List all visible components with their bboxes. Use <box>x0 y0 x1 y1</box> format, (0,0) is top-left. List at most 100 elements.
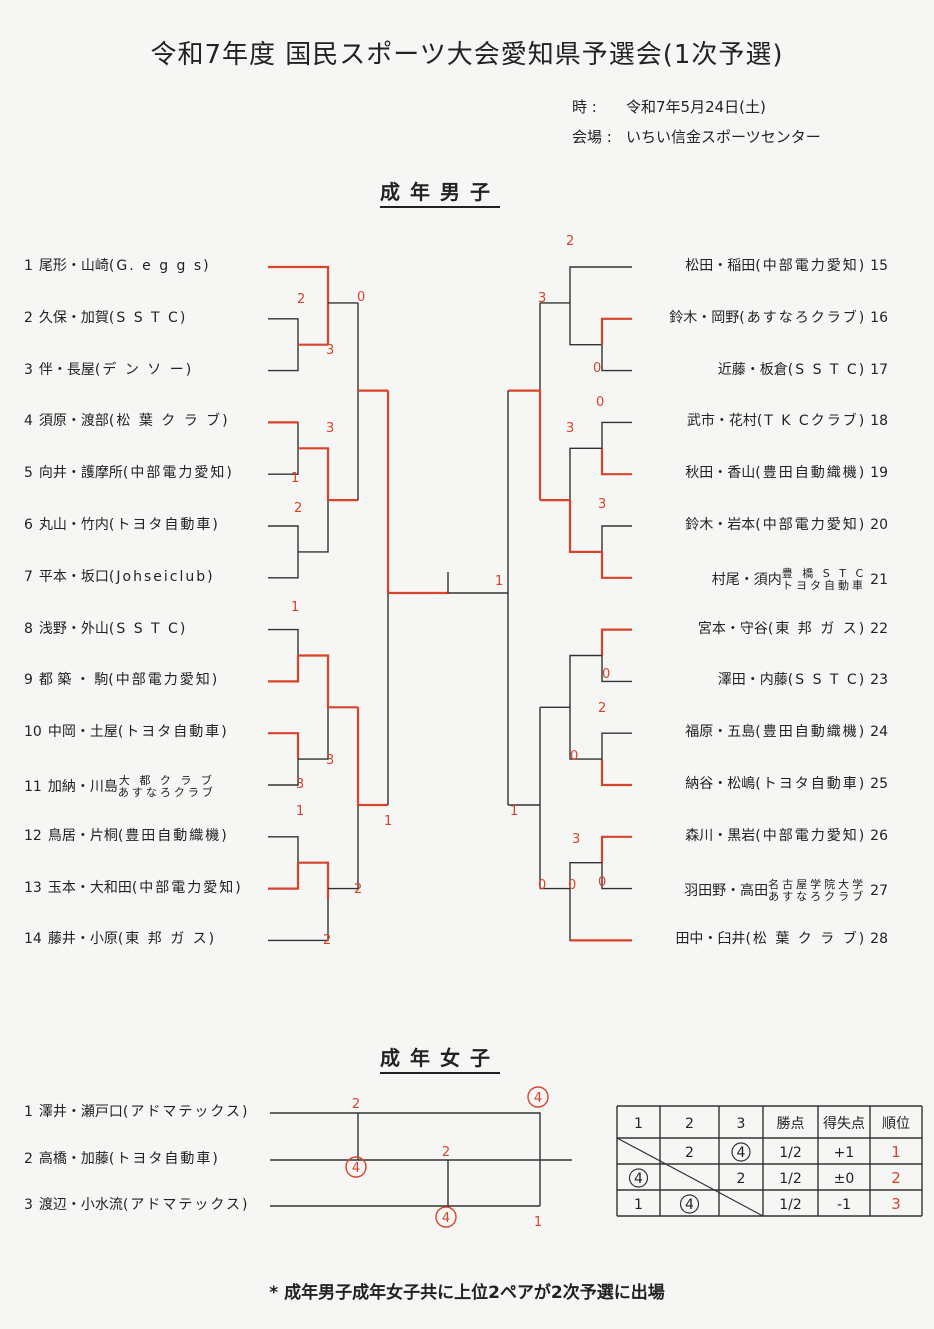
table-cell: +1 <box>834 1145 855 1161</box>
entry-number: 21 <box>870 571 888 588</box>
entry-club-line: あすなろクラブ <box>768 889 867 903</box>
match-score: 2 <box>566 234 574 249</box>
entry-names: 澤井・瀬戸口 <box>38 1104 123 1120</box>
table-cell: 2 <box>685 1145 694 1161</box>
entry-club: (S S T C) <box>108 620 188 637</box>
match-score: 2 <box>352 1097 360 1112</box>
bracket-line <box>270 1112 541 1206</box>
entry-club: (中部電力愛知) <box>131 879 243 896</box>
entry-club: (東 邦 ガ ス) <box>117 931 217 948</box>
entry-names: 村尾・須内 <box>711 571 782 588</box>
entry-club: (デ ン ソ ー) <box>94 361 194 378</box>
bracket-line <box>298 861 330 899</box>
bracket-line <box>356 707 388 807</box>
match-score: 2 <box>354 882 362 897</box>
entry-number: 5 <box>24 465 33 482</box>
entry-number: 2 <box>24 1151 33 1167</box>
entry-names: 久保・加賀 <box>38 309 109 326</box>
entry-number: 1 <box>24 1104 33 1120</box>
entry-names: 鈴木・岡野 <box>669 309 740 326</box>
entry-number: 10 <box>24 724 42 741</box>
entry-names: 羽田野・高田 <box>684 882 769 899</box>
men-right-entry: 武市・花村(T K Cクラブ)18 <box>681 412 888 430</box>
match-score: 2 <box>442 1145 450 1160</box>
match-score: 3 <box>566 421 574 436</box>
entry-club: (アドマテックス) <box>122 1104 250 1120</box>
entry-number: 19 <box>870 465 888 482</box>
table-header-cell: 得失点 <box>823 1115 865 1132</box>
date-label: 時 : <box>572 98 597 116</box>
entry-names: 浅野・外山 <box>38 620 109 637</box>
entry-club: (トヨタ自動車) <box>108 517 220 533</box>
match-score: 3 <box>572 832 580 847</box>
bracket-line <box>600 448 632 476</box>
entry-number: 15 <box>870 258 888 274</box>
match-score: 3 <box>598 497 606 512</box>
entry-club: (豊田自動織機) <box>755 724 867 741</box>
table-diagonal <box>616 1137 764 1217</box>
venue-label: 会場 : <box>572 128 612 146</box>
entry-club: (S S T C) <box>787 361 867 378</box>
entry-names: 澤田・内藤 <box>717 672 788 689</box>
entry-number: 24 <box>870 724 888 741</box>
entry-names: 須原・渡部 <box>38 413 109 430</box>
entry-club: (トヨタ自動車) <box>117 724 229 741</box>
bracket-line <box>268 732 300 760</box>
men-right-entry: 鈴木・岡野(あすなろクラブ)16 <box>663 309 888 327</box>
entry-club: (S S T C) <box>108 309 188 326</box>
entry-club: (あすなろクラブ) <box>739 309 867 326</box>
entry-number: 28 <box>870 931 888 948</box>
men-left-entry: 2 久保・加賀(S S T C) <box>24 309 187 327</box>
match-score: 2 <box>294 501 302 516</box>
entry-club: (トヨタ自動車) <box>108 1151 220 1167</box>
entry-number: 23 <box>870 672 888 689</box>
men-right-entry: 鈴木・岩本(中部電力愛知)20 <box>679 516 888 534</box>
entry-number: 25 <box>870 776 888 792</box>
entry-club: (松 葉 ク ラ ブ) <box>745 931 867 948</box>
entry-names: 丸山・竹内 <box>38 517 109 533</box>
date-value: 令和7年5月24日(土) <box>626 98 766 116</box>
match-score: 3 <box>538 291 546 306</box>
entry-names: 福原・五島 <box>685 724 756 741</box>
entry-club-line: 豊 橋 S T C <box>781 566 867 580</box>
entry-club: (中部電力愛知) <box>122 465 234 482</box>
entry-club: (豊田自動織機) <box>755 465 867 482</box>
entry-club: (S S T C) <box>787 672 867 689</box>
entry-club: (豊田自動織機) <box>117 827 229 844</box>
entry-names: 平本・坂口 <box>38 568 109 585</box>
win-circle-icon <box>731 1142 751 1162</box>
men-right-entry: 松田・稲田(中部電力愛知)15 <box>679 257 888 275</box>
winner-circle-icon <box>345 1156 367 1178</box>
match-score: 3 <box>326 421 334 436</box>
venue-line: 会場 :いちい信金スポーツセンター <box>572 126 821 147</box>
footnote: * 成年男子成年女子共に上位2ペアが2次予選に出場 <box>269 1283 665 1303</box>
bracket-line <box>568 500 602 553</box>
table-cell: 4 <box>737 1145 746 1161</box>
entry-club-line: あすなろクラブ <box>117 786 216 799</box>
entry-club: (G. e g g s) <box>108 258 211 274</box>
match-score: 3 <box>296 777 304 792</box>
entry-number: 8 <box>24 620 33 637</box>
table-cell: 1/2 <box>779 1145 802 1161</box>
match-score: 1 <box>495 574 503 589</box>
entry-club: (T K Cクラブ) <box>756 413 867 430</box>
match-score: 0 <box>602 667 610 682</box>
entry-names: 松田・稲田 <box>685 258 756 274</box>
match-score: 4 <box>442 1211 450 1226</box>
men-right-entry: 秋田・香山(豊田自動織機)19 <box>679 464 888 482</box>
table-cell: 4 <box>685 1197 694 1213</box>
entry-names: 田中・臼井 <box>675 931 746 948</box>
match-score: 4 <box>352 1161 360 1176</box>
entry-number: 2 <box>24 309 33 326</box>
bracket-line <box>600 759 632 787</box>
table-cell: 3 <box>891 1195 901 1213</box>
